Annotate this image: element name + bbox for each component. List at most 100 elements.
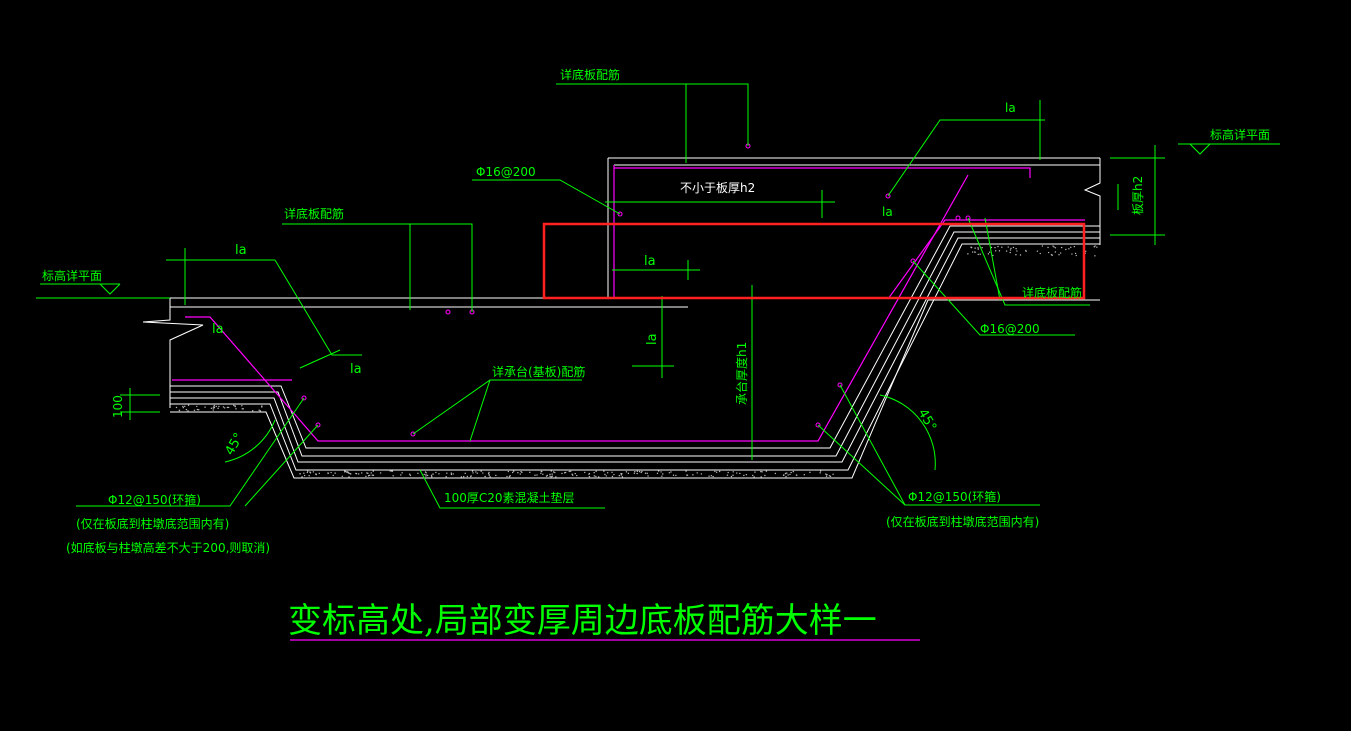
- hatch-dot: [994, 246, 996, 249]
- hatch-dot: [227, 406, 230, 409]
- hatch-dot: [970, 246, 972, 248]
- label-elevation-right: 标高详平面: [1210, 127, 1270, 142]
- hatch-dot: [330, 471, 332, 474]
- hatch-dot: [218, 405, 220, 408]
- hatch-dot: [347, 471, 349, 473]
- hatch-dot: [576, 474, 578, 477]
- hatch-dot: [668, 472, 671, 474]
- hatch-dot: [1050, 254, 1053, 256]
- label-la-left-3: la: [350, 362, 362, 377]
- hatch-dot: [196, 405, 198, 408]
- hatch-dot: [760, 470, 762, 473]
- hatch-dot: [379, 472, 382, 474]
- drawing-title: 变标高处,局部变厚周边底板配筋大样一: [288, 601, 877, 641]
- hatch-dot: [786, 472, 788, 474]
- hatch-dot: [1005, 250, 1008, 252]
- hatch-dot: [819, 472, 821, 474]
- hatch-dot: [426, 474, 429, 477]
- label-dim-100: 100: [111, 395, 125, 418]
- hatch-dot: [210, 407, 213, 410]
- hatch-dot: [710, 474, 713, 477]
- hatch-dot: [593, 471, 595, 474]
- hatch-dot: [561, 472, 563, 475]
- label-la-left-2: la: [212, 322, 224, 337]
- hatch-dot: [712, 475, 714, 478]
- label-hoop-right-note: (仅在板底到柱墩底范围内有): [886, 514, 1039, 529]
- hatch-dot: [792, 470, 795, 473]
- hatch-dot: [627, 472, 630, 475]
- hatch-dot: [303, 474, 306, 477]
- highlight-box: [542, 222, 1086, 300]
- hatch-dot: [187, 410, 189, 412]
- hatch-dot: [588, 475, 591, 478]
- hatch-dot: [574, 472, 576, 475]
- hatch-dot: [736, 472, 738, 474]
- rebar-lines: [172, 165, 1085, 641]
- hatch-dot: [348, 476, 350, 478]
- hatch-dot: [460, 476, 463, 478]
- hatch-dot: [521, 471, 523, 474]
- hatch-dot: [1073, 245, 1076, 248]
- hatch-dot: [389, 470, 391, 472]
- label-phi16-left: Φ16@200: [476, 165, 536, 179]
- label-slab-thickness: 板厚h2: [1131, 176, 1145, 215]
- hatch-dot: [438, 473, 440, 475]
- hatch-dot: [981, 246, 983, 249]
- hatch-dot: [234, 405, 236, 408]
- hatch-dot: [213, 406, 216, 409]
- hatch-dot: [372, 470, 374, 472]
- hatch-dot: [470, 475, 472, 478]
- hatch-dot: [1060, 246, 1063, 249]
- hatch-dot: [809, 471, 811, 474]
- hatch-dot: [829, 475, 832, 478]
- hatch-dot: [819, 470, 822, 472]
- hatch-dot: [303, 472, 305, 474]
- hatch-dot: [1071, 253, 1073, 255]
- hatch-dot: [241, 405, 243, 407]
- hatch-dot: [1010, 247, 1012, 250]
- hatch-dot: [312, 471, 315, 473]
- hatch-dot: [332, 474, 334, 477]
- hatch-dot: [700, 473, 703, 475]
- hatch-dot: [1039, 252, 1041, 255]
- hatch-dot: [633, 472, 636, 475]
- hatch-dot: [761, 471, 763, 473]
- hatch-dot: [409, 474, 412, 477]
- hatch-dot: [1025, 250, 1027, 253]
- label-cap-thickness: 承台厚度h1: [734, 342, 749, 405]
- hatch-dot: [1053, 246, 1055, 248]
- hatch-dot: [184, 405, 186, 408]
- hatch-dot: [1041, 245, 1044, 247]
- hatch-dot: [423, 473, 425, 476]
- hatch-dot: [187, 404, 190, 407]
- annotation-text: 详底板配筋 标高详平面 Φ16@200 不小于板厚h2 la la 详底板配筋 …: [42, 67, 1270, 641]
- hatch-dot: [212, 409, 214, 411]
- hatch-dot: [223, 407, 226, 409]
- hatch-dot: [551, 473, 553, 475]
- hatch-dot: [977, 248, 980, 250]
- hatch-dot: [475, 471, 477, 473]
- hatch-dot: [431, 475, 433, 478]
- hatch-dot: [685, 470, 687, 472]
- hatch-dot: [215, 405, 217, 408]
- hatch-dot: [425, 474, 427, 476]
- hatch-dot: [787, 474, 789, 476]
- hatch-dot: [634, 471, 636, 473]
- hatch-dot: [1065, 248, 1067, 251]
- hatch-dot: [1012, 246, 1015, 249]
- hatch-dot: [193, 409, 196, 412]
- hatch-dot: [242, 408, 245, 410]
- hatch-dot: [692, 474, 694, 476]
- hatch-dot: [661, 475, 663, 477]
- hatch-dot: [764, 474, 766, 477]
- hatch-dot: [603, 470, 605, 472]
- hatch-dot: [390, 470, 393, 472]
- hatch-dot: [588, 473, 590, 475]
- hatch-dot: [754, 471, 756, 473]
- hatch-dot: [307, 470, 309, 472]
- hatch-dot: [611, 471, 613, 473]
- hatch-dot: [760, 476, 762, 478]
- hatch-dot: [832, 473, 834, 476]
- hatch-dot: [476, 472, 479, 474]
- hatch-dot: [570, 470, 572, 473]
